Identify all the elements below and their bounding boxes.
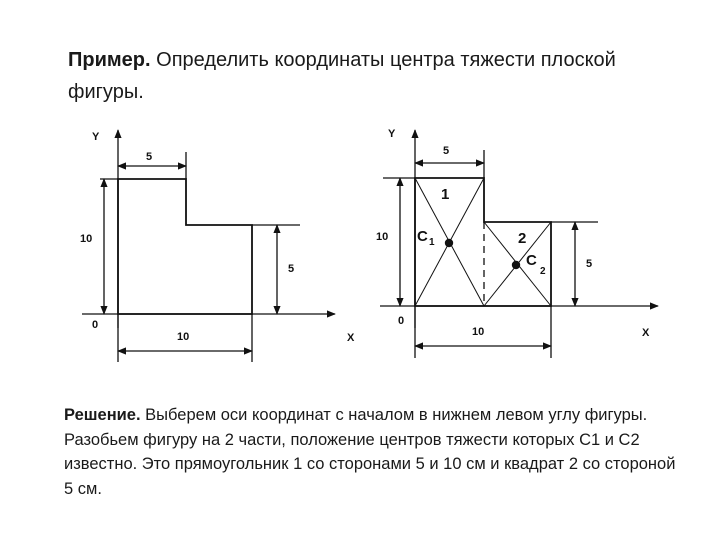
title-text: Определить координаты центра тяжести пло… [68,49,616,103]
figure-right [380,129,659,358]
right-l-shape [414,177,552,307]
c1-label: C [417,228,428,245]
right-dim-left: 10 [376,231,388,243]
c2-subscript: 2 [540,266,546,277]
right-y-label: Y [388,128,396,140]
left-origin-label: 0 [92,319,98,331]
centroid-c1-dot [444,238,454,248]
left-dim-right: 5 [288,263,294,275]
part-2-label: 2 [518,230,526,247]
right-dim-bottom: 10 [472,326,484,338]
c1-subscript: 1 [429,237,435,248]
left-y-label: Y [92,131,100,143]
right-dim-right: 5 [586,258,592,270]
right-x-label: X [642,327,650,339]
right-origin-label: 0 [398,315,404,327]
left-l-shape [117,178,253,315]
left-x-label: X [347,332,355,344]
part-1-label: 1 [441,186,449,203]
title-lead: Пример. [68,49,151,71]
figure-left [82,129,336,362]
solution-lead: Решение. [64,406,141,424]
left-dim-left: 10 [80,233,92,245]
solution-body: Выберем оси координат с началом в нижнем… [64,406,676,498]
solution-text: Решение. Выберем оси координат с началом… [64,403,684,501]
slide-title: Пример. Определить координаты центра тяж… [68,44,668,108]
right-dim-top: 5 [443,145,449,157]
left-dim-bottom: 10 [177,331,189,343]
c2-label: C [526,252,537,269]
centroid-c2-dot [511,260,521,270]
left-dim-top: 5 [146,151,152,163]
